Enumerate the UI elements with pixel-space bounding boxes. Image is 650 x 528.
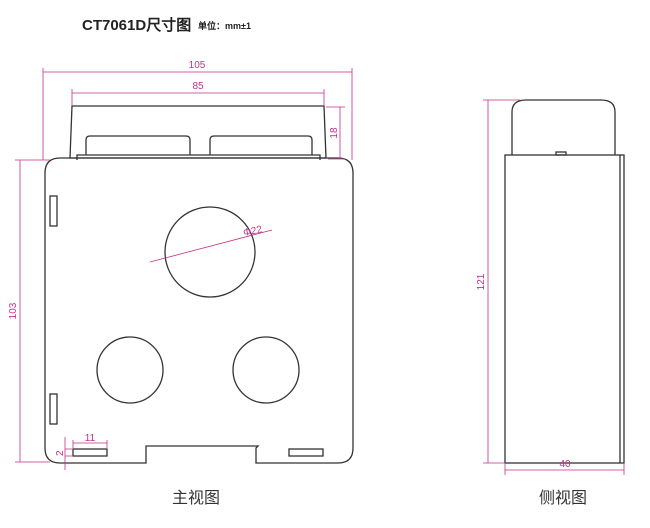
side-view bbox=[504, 99, 625, 464]
dim-slot-offset: 2 bbox=[55, 450, 66, 456]
dim-slot-width: 11 bbox=[85, 433, 96, 444]
front-view-label: 主视图 bbox=[172, 488, 220, 507]
main-body bbox=[44, 157, 354, 464]
side-dimensions: 121 40 bbox=[476, 99, 625, 475]
top-tabs bbox=[85, 135, 313, 155]
side-slot-bottom bbox=[49, 393, 58, 425]
side-body bbox=[504, 154, 625, 464]
bottom-slot-right bbox=[288, 448, 324, 457]
front-view bbox=[44, 105, 354, 464]
drawing-title: CT7061D尺寸图 bbox=[82, 16, 191, 34]
side-cap bbox=[511, 99, 616, 155]
dim-top-height: 18 bbox=[329, 127, 340, 139]
side-view-label: 侧视图 bbox=[539, 488, 587, 507]
bottom-slot-left bbox=[72, 448, 108, 457]
unit-note: 单位：mm±1 bbox=[198, 20, 251, 31]
dim-hole-diameter: Φ22 bbox=[242, 224, 263, 239]
dim-side-height: 121 bbox=[476, 273, 487, 290]
dim-side-depth: 40 bbox=[559, 459, 571, 470]
side-slot-top bbox=[49, 195, 58, 227]
top-housing bbox=[69, 105, 327, 159]
front-dimensions: 105 85 18 103 Φ22 11 2 bbox=[8, 60, 353, 470]
primary-hole bbox=[164, 206, 256, 298]
dim-width: 105 bbox=[189, 60, 206, 71]
hole-right bbox=[232, 336, 300, 404]
dim-top-width: 85 bbox=[192, 81, 204, 92]
dim-height: 103 bbox=[8, 302, 19, 319]
hole-left bbox=[96, 336, 164, 404]
